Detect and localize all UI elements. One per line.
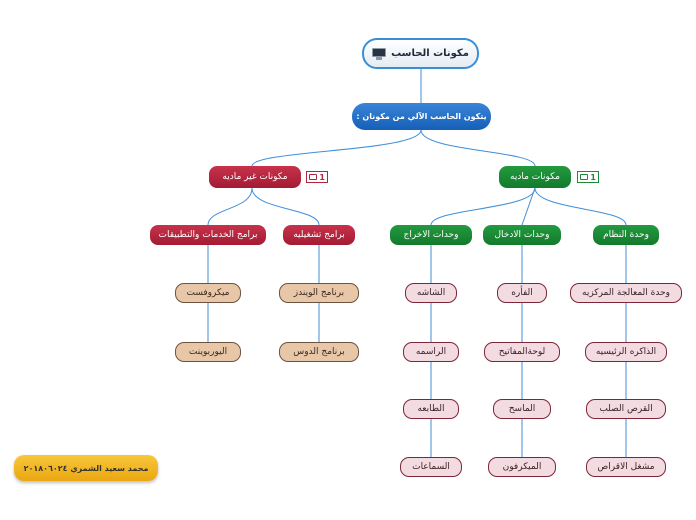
category-output-units[interactable]: وحدات الاخراج (390, 225, 472, 245)
hardware-badge-count: 1 (590, 172, 596, 182)
edge-level1-nonhardware (251, 129, 422, 167)
edge-nonhardware-service (207, 187, 253, 226)
leaf-label: الفأره (511, 288, 533, 298)
leaf-output-units-2[interactable]: الطابعه (403, 399, 459, 419)
leaf-label: مشغل الاقراص (597, 462, 655, 472)
comment-icon (580, 174, 589, 180)
non-hardware-badge-count: 1 (319, 172, 325, 182)
leaf-output-units-0[interactable]: الشاشه (405, 283, 457, 303)
category-operating-programs-label: برامج تشغيليه (293, 230, 345, 240)
leaf-system-unit-1[interactable]: الذاكره الرئيسيه (585, 342, 667, 362)
edge-hardware-system (534, 187, 627, 226)
level1-label: يتكون الحاسب الآلي من مكونان : (356, 112, 487, 121)
edge-hardware-output (430, 187, 536, 226)
category-operating-programs[interactable]: برامج تشغيليه (283, 225, 355, 245)
root-node[interactable]: مكونات الحاسب (362, 38, 479, 69)
level1-node[interactable]: يتكون الحاسب الآلي من مكونان : (352, 103, 491, 130)
branch-non-hardware-label: مكونات غير ماديه (222, 172, 288, 182)
leaf-service-apps-0[interactable]: ميكروفست (175, 283, 241, 303)
leaf-label: القرص الصلب (599, 404, 653, 414)
leaf-operating-programs-1[interactable]: برنامج الدوس (279, 342, 359, 362)
leaf-label: الراسمه (415, 347, 447, 357)
leaf-output-units-1[interactable]: الراسمه (403, 342, 459, 362)
leaf-system-unit-2[interactable]: القرص الصلب (586, 399, 666, 419)
leaf-service-apps-1[interactable]: اليوربوينت (175, 342, 241, 362)
leaf-input-units-1[interactable]: لوحةالمفاتيح (484, 342, 560, 362)
edge-hardware-input (521, 187, 536, 226)
leaf-input-units-2[interactable]: الماسح (493, 399, 551, 419)
hardware-badge[interactable]: 1 (577, 171, 599, 183)
category-output-units-label: وحدات الاخراج (403, 230, 459, 240)
leaf-label: الطابعه (417, 404, 445, 414)
leaf-label: الشاشه (416, 288, 446, 298)
author-label[interactable]: محمد سعيد الشمري ٢٠١٨٠٦٠٢٤ (14, 455, 158, 481)
category-service-apps[interactable]: برامج الخدمات والتطبيقات (150, 225, 266, 245)
edge-level1-hardware (420, 129, 536, 167)
root-label: مكونات الحاسب (391, 48, 469, 59)
leaf-label: الماسح (508, 404, 536, 414)
leaf-label: لوحةالمفاتيح (498, 347, 546, 357)
category-input-units-label: وحدات الادخال (494, 230, 550, 240)
category-system-unit[interactable]: وحدة النظام (593, 225, 659, 245)
comment-icon (309, 174, 318, 180)
leaf-label: برنامج الدوس (293, 347, 345, 357)
leaf-label: برنامج الويندز (293, 288, 345, 298)
category-service-apps-label: برامج الخدمات والتطبيقات (158, 230, 258, 240)
leaf-input-units-0[interactable]: الفأره (497, 283, 547, 303)
non-hardware-badge[interactable]: 1 (306, 171, 328, 183)
branch-hardware[interactable]: مكونات ماديه (499, 166, 571, 188)
leaf-label: الذاكره الرئيسيه (595, 347, 657, 357)
leaf-label: اليوربوينت (188, 347, 228, 357)
category-system-unit-label: وحدة النظام (603, 230, 649, 240)
edge-nonhardware-operating (251, 187, 320, 226)
branch-hardware-label: مكونات ماديه (510, 172, 560, 182)
leaf-system-unit-3[interactable]: مشغل الاقراص (586, 457, 666, 477)
leaf-label: ميكروفست (186, 288, 230, 298)
leaf-label: الميكرفون (502, 462, 542, 472)
leaf-system-unit-0[interactable]: وحدة المعالجة المركزيه (570, 283, 682, 303)
leaf-label: وحدة المعالجة المركزيه (582, 288, 670, 298)
branch-non-hardware[interactable]: مكونات غير ماديه (209, 166, 301, 188)
computer-monitor-icon (372, 47, 387, 60)
leaf-operating-programs-0[interactable]: برنامج الويندز (279, 283, 359, 303)
leaf-label: السماعات (412, 462, 450, 472)
category-input-units[interactable]: وحدات الادخال (483, 225, 561, 245)
author-label-text: محمد سعيد الشمري ٢٠١٨٠٦٠٢٤ (23, 463, 149, 473)
leaf-output-units-3[interactable]: السماعات (400, 457, 462, 477)
leaf-input-units-3[interactable]: الميكرفون (488, 457, 556, 477)
